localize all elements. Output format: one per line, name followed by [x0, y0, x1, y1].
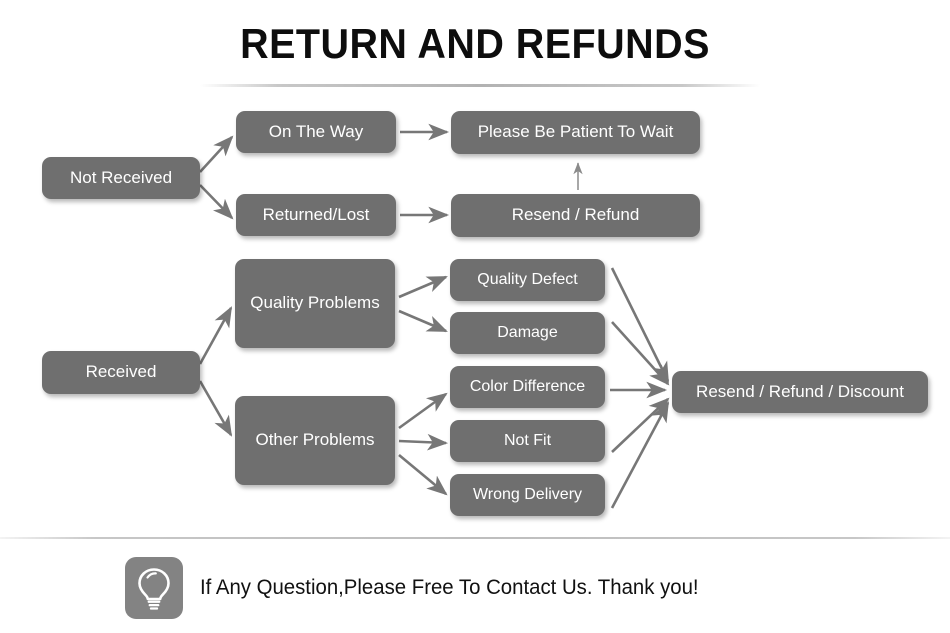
node-label: Quality Problems — [250, 293, 380, 313]
arrow-notfit-result — [611, 397, 670, 453]
node-wrong-delivery[interactable]: Wrong Delivery — [450, 474, 605, 516]
arrow-damage-result — [611, 321, 670, 386]
arrow-otherproblems-colordifference — [398, 392, 448, 430]
node-label: On The Way — [268, 121, 364, 141]
node-label: Damage — [497, 324, 558, 342]
arrow-otherproblems-notfit — [398, 433, 449, 451]
node-resend-refund-discount[interactable]: Resend / Refund / Discount — [672, 371, 928, 413]
node-please-be-patient-to-wait[interactable]: Please Be Patient To Wait — [451, 111, 700, 154]
arrow-otherproblems-wrongdelivery — [398, 453, 448, 496]
node-received[interactable]: Received — [42, 351, 200, 394]
node-label: Received — [85, 362, 157, 382]
arrow-qualityproblems-qualitydefect — [398, 275, 448, 299]
node-damage[interactable]: Damage — [450, 312, 605, 354]
node-label: Color Difference — [469, 378, 586, 396]
node-quality-problems[interactable]: Quality Problems — [235, 259, 395, 348]
node-label: Wrong Delivery — [472, 486, 583, 504]
arrow-received-qualityproblems — [198, 306, 233, 365]
node-label: Please Be Patient To Wait — [477, 122, 674, 142]
arrow-received-otherproblems — [198, 380, 233, 437]
node-label: Not Received — [69, 167, 173, 187]
arrow-wrongdelivery-result — [610, 401, 670, 509]
node-not-received[interactable]: Not Received — [42, 157, 200, 199]
node-not-fit[interactable]: Not Fit — [450, 420, 605, 462]
title-divider — [200, 84, 760, 87]
node-label: Other Problems — [255, 430, 375, 450]
footer-divider — [0, 537, 950, 539]
node-other-problems[interactable]: Other Problems — [235, 396, 395, 485]
node-on-the-way[interactable]: On The Way — [236, 111, 396, 153]
node-label: Not Fit — [503, 432, 552, 450]
node-label: Resend / Refund — [511, 205, 640, 225]
node-label: Resend / Refund / Discount — [696, 381, 904, 401]
arrow-notreceived-ontheway — [199, 135, 234, 173]
node-resend-refund[interactable]: Resend / Refund — [451, 194, 700, 237]
arrow-notreceived-returnedlost — [199, 184, 234, 220]
node-color-difference[interactable]: Color Difference — [450, 366, 605, 408]
page-title: RETURN AND REFUNDS — [240, 20, 710, 67]
node-label: Returned/Lost — [262, 204, 370, 224]
node-label: Quality Defect — [477, 271, 578, 289]
lightbulb-icon — [125, 557, 183, 619]
footer-text: If Any Question,Please Free To Contact U… — [200, 576, 699, 599]
node-quality-defect[interactable]: Quality Defect — [450, 259, 605, 301]
arrow-qualityproblems-damage — [398, 309, 448, 333]
footer: If Any Question,Please Free To Contact U… — [125, 553, 885, 623]
node-returned-lost[interactable]: Returned/Lost — [236, 194, 396, 236]
arrow-qualitydefect-result — [610, 267, 670, 383]
